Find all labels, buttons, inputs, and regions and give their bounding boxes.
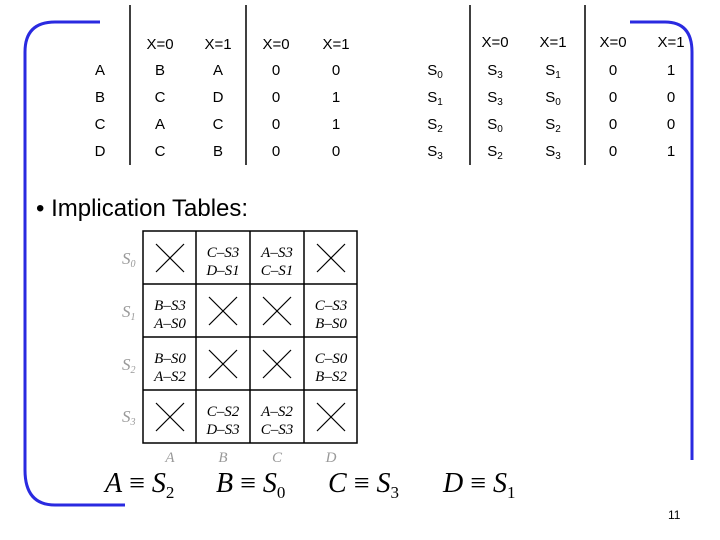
state-label: S1 — [427, 89, 443, 108]
output-x0: 0 — [608, 89, 618, 106]
next-state-x0: A — [154, 116, 165, 133]
next-state-x0: S3 — [487, 89, 503, 108]
row-label-s2: S2 — [122, 355, 136, 376]
header-x0-next: X=0 — [146, 36, 174, 53]
col-label-a: A — [165, 450, 175, 466]
frame-bracket-right — [630, 20, 694, 460]
output-x0: 0 — [608, 62, 618, 79]
output-x0: 0 — [271, 143, 281, 160]
header-x1-next: X=1 — [539, 34, 567, 51]
output-x0: 0 — [608, 143, 618, 160]
output-x1: 1 — [666, 143, 676, 160]
output-x0: 0 — [271, 116, 281, 133]
state-label: B — [94, 89, 105, 106]
state-label: S0 — [427, 62, 443, 81]
cross-mark-r2c2 — [262, 349, 292, 379]
state-label: A — [94, 62, 105, 79]
frame-bracket-left — [23, 20, 125, 507]
cross-mark-r0c3 — [316, 243, 346, 273]
row-label-s3: S3 — [122, 407, 136, 428]
equivalence-a: A ≡ S2 — [105, 468, 175, 502]
cross-mark-r3c3 — [316, 402, 346, 432]
next-state-x1: S3 — [545, 143, 561, 162]
output-x0: 0 — [608, 116, 618, 133]
header-x1-out: X=1 — [322, 36, 350, 53]
state-label: C — [94, 116, 106, 133]
cross-mark-r1c1 — [208, 296, 238, 326]
cross-mark-r2c1 — [208, 349, 238, 379]
header-x0-out: X=0 — [599, 34, 627, 51]
output-x1: 1 — [666, 62, 676, 79]
next-state-x1: S1 — [545, 62, 561, 81]
output-x1: 0 — [666, 116, 676, 133]
next-state-x1: C — [212, 116, 224, 133]
next-state-x0: C — [154, 89, 166, 106]
cross-mark-r1c2 — [262, 296, 292, 326]
output-x0: 0 — [271, 62, 281, 79]
state-label: S3 — [427, 143, 443, 162]
output-x1: 0 — [666, 89, 676, 106]
next-state-x0: S2 — [487, 143, 503, 162]
col-label-d: D — [325, 450, 337, 466]
output-x1: 0 — [331, 62, 341, 79]
row-label-s1: S1 — [122, 302, 136, 323]
page-number: 11 — [668, 508, 681, 522]
cross-mark-r0c0 — [155, 243, 185, 273]
cross-mark-r3c0 — [155, 402, 185, 432]
next-state-x1: A — [212, 62, 223, 79]
section-title: • Implication Tables: — [36, 195, 249, 222]
equivalence-c: C ≡ S3 — [328, 468, 399, 502]
implication-grid — [142, 230, 358, 444]
header-x1-next: X=1 — [204, 36, 232, 53]
next-state-x1: D — [212, 89, 224, 106]
equivalence-b: B ≡ S0 — [216, 468, 286, 502]
next-state-x0: S3 — [487, 62, 503, 81]
col-label-c: C — [271, 450, 282, 466]
next-state-x1: S0 — [545, 89, 561, 108]
next-state-x1: B — [212, 143, 223, 160]
output-x0: 0 — [271, 89, 281, 106]
header-x1-out: X=1 — [657, 34, 685, 51]
equivalence-d: D ≡ S1 — [443, 468, 516, 502]
next-state-x1: S2 — [545, 116, 561, 135]
next-state-x0: C — [154, 143, 166, 160]
header-x0-out: X=0 — [262, 36, 290, 53]
output-x1: 1 — [331, 116, 341, 133]
next-state-x0: S0 — [487, 116, 503, 135]
output-x1: 0 — [331, 143, 341, 160]
next-state-x0: B — [154, 62, 165, 79]
row-label-s0: S0 — [122, 249, 136, 270]
col-label-b: B — [218, 450, 228, 466]
header-x0-next: X=0 — [481, 34, 509, 51]
output-x1: 1 — [331, 89, 341, 106]
state-label: D — [94, 143, 106, 160]
state-label: S2 — [427, 116, 443, 135]
